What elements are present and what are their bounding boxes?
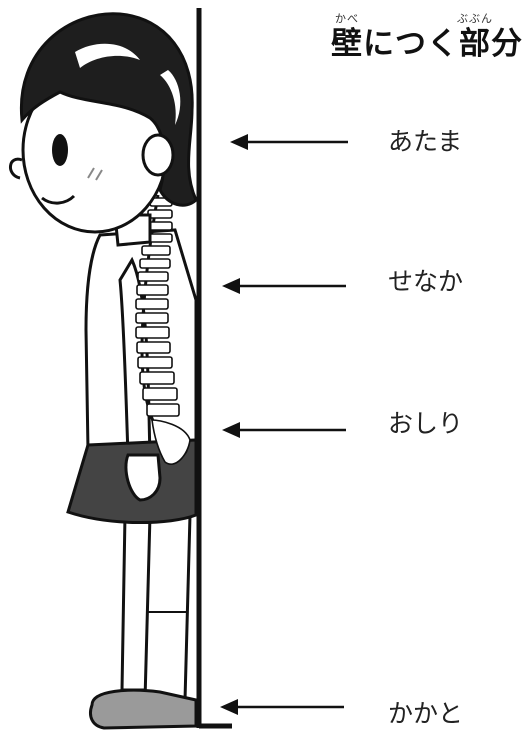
mouth: [41, 194, 76, 205]
front-leg: [143, 513, 192, 702]
label-head: あたま: [388, 127, 463, 156]
label-back: せなか: [388, 267, 464, 296]
ruby-row: かべ ぶぶん: [331, 4, 521, 26]
eye: [52, 134, 68, 166]
arrow-back: [222, 278, 346, 294]
page-title: 壁につく部分: [331, 26, 523, 62]
spine: [135, 194, 191, 465]
title-block: かべ ぶぶん 壁につく部分: [331, 4, 523, 62]
cheek-marks: [87, 167, 103, 181]
nose: [9, 157, 23, 180]
arrow-buttocks: [222, 422, 346, 438]
shoe: [89, 688, 198, 730]
hair: [19, 12, 198, 207]
hair-lock: [160, 70, 181, 125]
label-buttocks: おしり: [388, 409, 464, 438]
ear: [141, 133, 175, 177]
hair-highlight: [75, 43, 140, 68]
label-heel: かかと: [388, 699, 464, 728]
arrow-head: [230, 134, 348, 150]
arrow-heel: [220, 699, 344, 715]
ruby-bubun: ぶぶん: [457, 12, 493, 25]
hand: [124, 453, 162, 502]
ruby-kabe: かべ: [335, 12, 359, 25]
